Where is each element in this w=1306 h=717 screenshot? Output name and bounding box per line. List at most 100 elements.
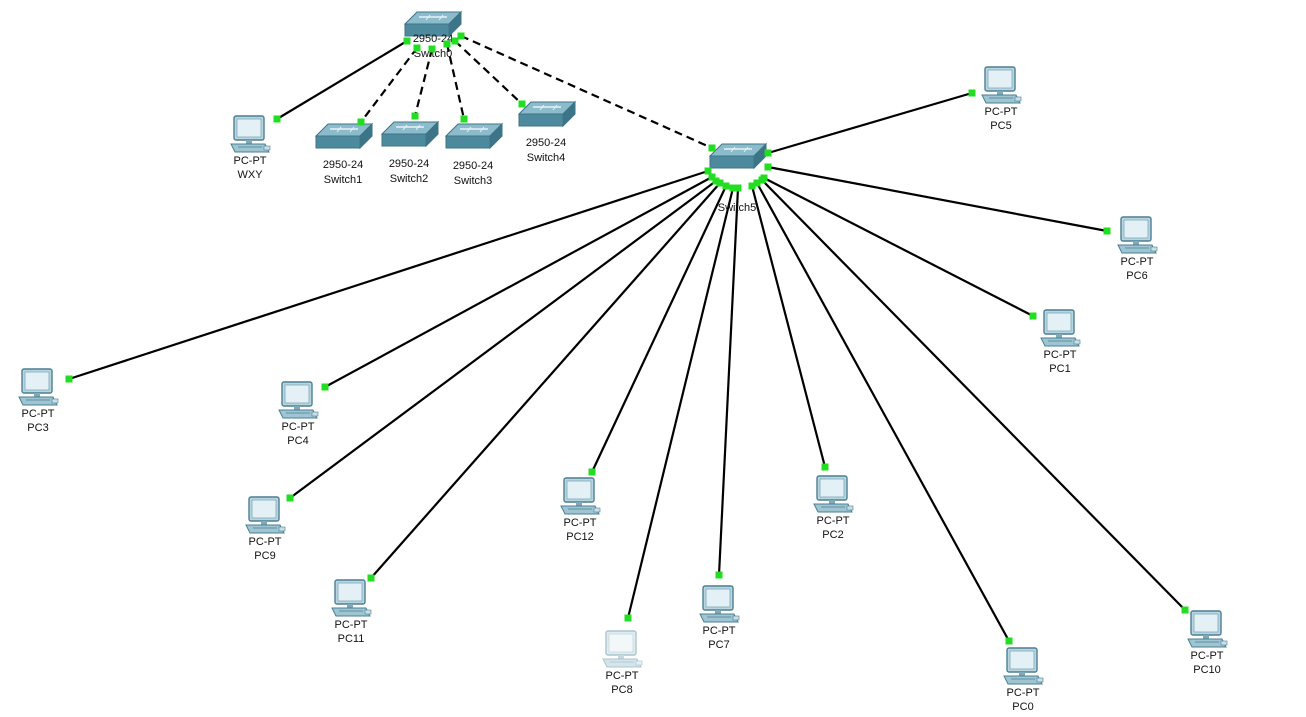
device-model-label: PC-PT [1044,349,1077,361]
port-indicator-sw0-sw5-b [708,144,716,152]
device-name-label: PC12 [566,531,594,543]
link-sw0-sw1[interactable] [360,47,418,123]
device-model-label: 2950-24 [453,160,493,172]
device-name-label: PC8 [611,684,632,696]
device-model-label: PC-PT [606,670,639,682]
port-indicator-sw5-pc4-a [708,173,716,181]
link-sw5-pc4[interactable] [324,176,713,388]
pc-icon [18,368,59,406]
device-model-label: PC-PT [1191,650,1224,662]
device-model-label: PC-PT [249,536,282,548]
device-model-label: PC-PT [817,515,850,527]
port-indicator-sw0-sw4-a [451,37,459,45]
device-model-label: 2950-24 [526,137,566,149]
port-indicator-sw5-pc11-a [716,179,724,187]
link-sw0-wxy[interactable] [276,40,408,120]
device-name-label: PC4 [287,435,308,447]
device-model-label: PC-PT [234,155,267,167]
device-name-label: Switch4 [527,152,566,164]
link-sw5-pc3[interactable] [68,169,709,381]
device-pc10[interactable]: PC-PT PC10 [1187,610,1228,676]
device-name-label: PC2 [822,529,843,541]
device-model-label: 2950-24 [413,33,453,45]
device-model-label: PC-PT [703,625,736,637]
port-indicator-sw0-sw2-a [428,45,436,53]
port-indicator-sw5-pc12-a [722,182,730,190]
link-sw5-pc9[interactable] [289,180,717,499]
pc-icon [1117,216,1158,254]
link-sw5-pc11[interactable] [370,182,721,579]
link-sw5-pc1[interactable] [763,177,1034,317]
port-indicator-sw5-pc10-a [758,176,766,184]
port-indicator-sw0-sw1-b [357,118,365,126]
port-indicator-sw5-pc8-a [729,184,737,192]
link-sw5-pc10[interactable] [761,179,1186,611]
devices-layer: 2950-24Switch02950-24Switch12950-24Switc… [18,11,1228,713]
port-indicator-sw5-pc1-b [1029,312,1037,320]
device-name-label: PC10 [1193,664,1221,676]
pc-icon [230,115,271,153]
port-indicator-sw0-sw5-a [457,32,465,40]
device-pc2[interactable]: PC-PT PC2 [813,475,854,541]
link-sw5-pc2[interactable] [750,185,827,468]
port-indicator-sw5-pc5-a [764,149,772,157]
port-indicator-sw5-pc5-b [968,89,976,97]
device-pc8[interactable]: PC-PT PC8 [602,630,643,696]
pc-icon [1003,647,1044,685]
device-name-label: PC9 [254,550,275,562]
pc-icon [602,630,643,668]
port-indicator-sw0-sw3-a [443,40,451,48]
port-indicator-sw5-pc0-b [1005,637,1013,645]
device-name-label: PC11 [338,633,365,645]
device-switch5[interactable]: Switch5 [709,143,767,214]
port-indicator-sw5-pc6-b [1103,227,1111,235]
link-sw5-pc6[interactable] [767,165,1108,233]
device-name-label: PC5 [990,120,1011,132]
port-indicator-sw5-pc12-b [588,468,596,476]
link-sw0-sw2[interactable] [413,48,434,117]
device-pc9[interactable]: PC-PT PC9 [245,496,286,562]
link-sw5-pc5[interactable] [767,91,973,155]
port-indicator-sw5-pc4-b [321,383,329,391]
link-sw5-pc0[interactable] [756,182,1010,642]
switch-icon [518,101,576,127]
link-sw0-sw4[interactable] [454,40,523,105]
port-indicator-sw0-sw1-a [413,44,421,52]
link-sw5-pc7[interactable] [717,187,740,576]
port-indicator-sw5-pc8-b [624,614,632,622]
port-indicator-sw5-pc9-b [286,494,294,502]
switch-icon [315,123,373,149]
ports-layer [65,32,1189,645]
port-indicator-sw0-sw3-b [460,115,468,123]
device-model-label: 2950-24 [389,158,429,170]
device-pc4[interactable]: PC-PT PC4 [278,381,319,447]
port-indicator-sw5-pc11-b [367,574,375,582]
link-sw5-pc8[interactable] [626,187,735,619]
port-indicator-sw5-pc0-a [753,179,761,187]
pc-icon [560,477,601,515]
device-name-label: Switch3 [454,175,493,187]
pc-icon [813,475,854,513]
port-indicator-sw5-pc7-a [734,184,742,192]
pc-icon [981,66,1022,104]
link-sw5-pc12[interactable] [591,185,727,473]
port-indicator-sw0-wxy-b [273,115,281,123]
pc-icon [331,579,372,617]
link-sw0-sw5[interactable] [460,34,713,150]
device-model-label: PC-PT [282,421,315,433]
